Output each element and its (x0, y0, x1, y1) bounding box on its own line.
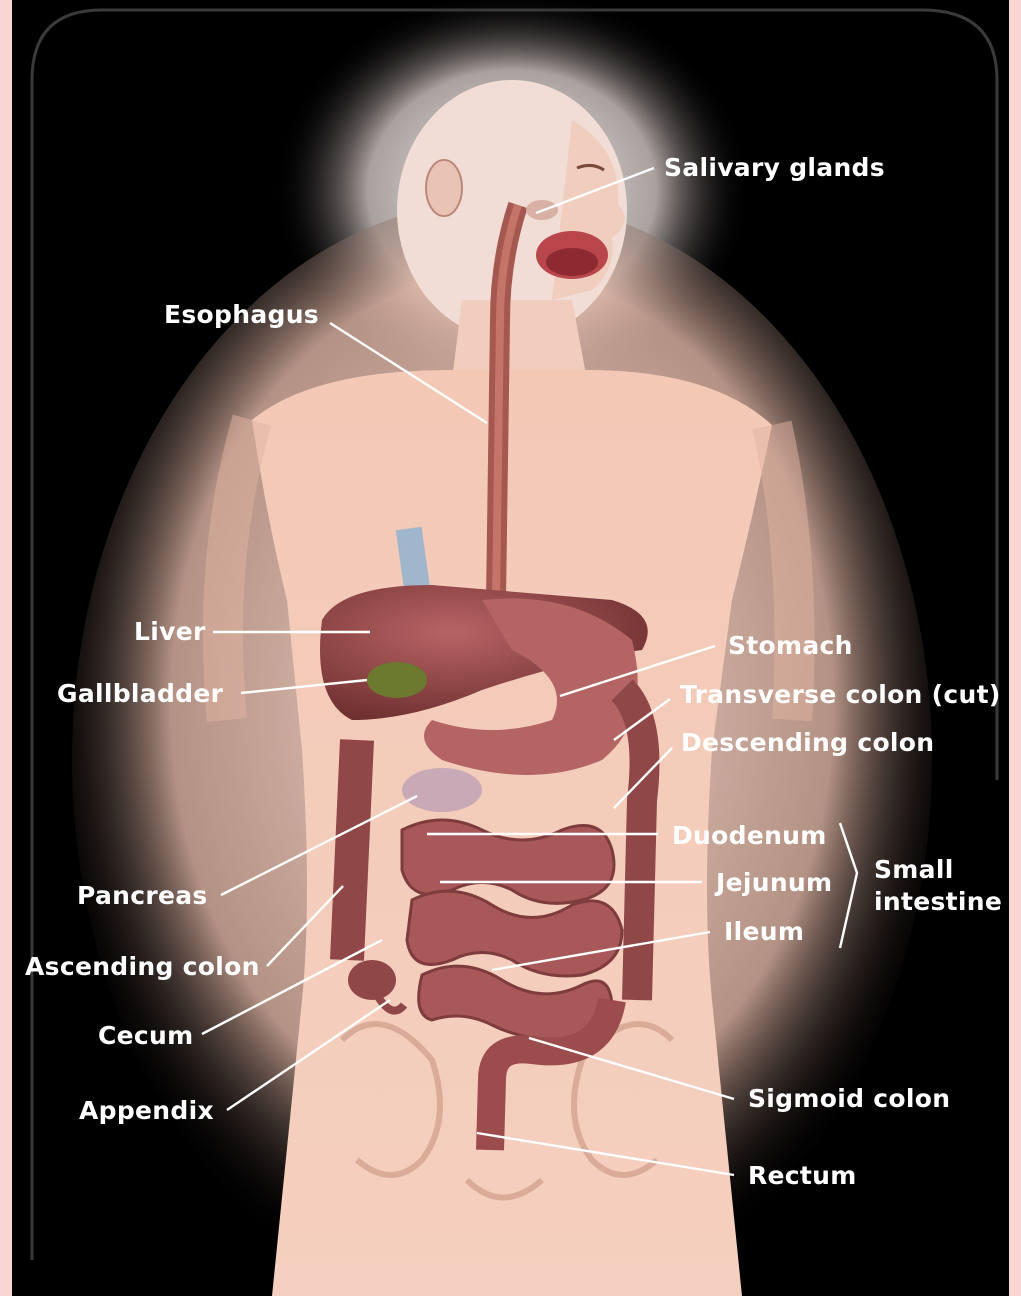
label-gallbladder: Gallbladder (57, 679, 224, 708)
label-liver: Liver (134, 617, 206, 646)
gallbladder-organ (367, 662, 427, 698)
label-duodenum: Duodenum (672, 821, 827, 850)
label-jejunum: Jejunum (714, 868, 832, 897)
label-ascending-colon: Ascending colon (25, 952, 260, 981)
label-intestine: intestine (874, 887, 1002, 916)
digestive-system-illustration: Salivary glands Esophagus Liver Gallblad… (12, 0, 1009, 1296)
diagram-frame: Salivary glands Esophagus Liver Gallblad… (12, 0, 1009, 1296)
small-intestine-organ (402, 820, 622, 1040)
ascending-colon-organ (347, 740, 357, 960)
label-sigmoid-colon: Sigmoid colon (748, 1084, 950, 1113)
label-esophagus: Esophagus (164, 300, 319, 329)
label-small: Small (874, 855, 954, 884)
label-descending-colon: Descending colon (681, 728, 934, 757)
label-ileum: Ileum (724, 917, 804, 946)
pancreas-organ (402, 768, 482, 812)
label-cecum: Cecum (98, 1021, 193, 1050)
label-appendix: Appendix (79, 1096, 214, 1125)
label-stomach: Stomach (728, 631, 853, 660)
label-pancreas: Pancreas (77, 881, 208, 910)
label-salivary-glands: Salivary glands (664, 153, 885, 182)
label-transverse-colon: Transverse colon (cut) (680, 680, 1001, 709)
cecum-organ (348, 960, 396, 1000)
label-rectum: Rectum (748, 1161, 857, 1190)
